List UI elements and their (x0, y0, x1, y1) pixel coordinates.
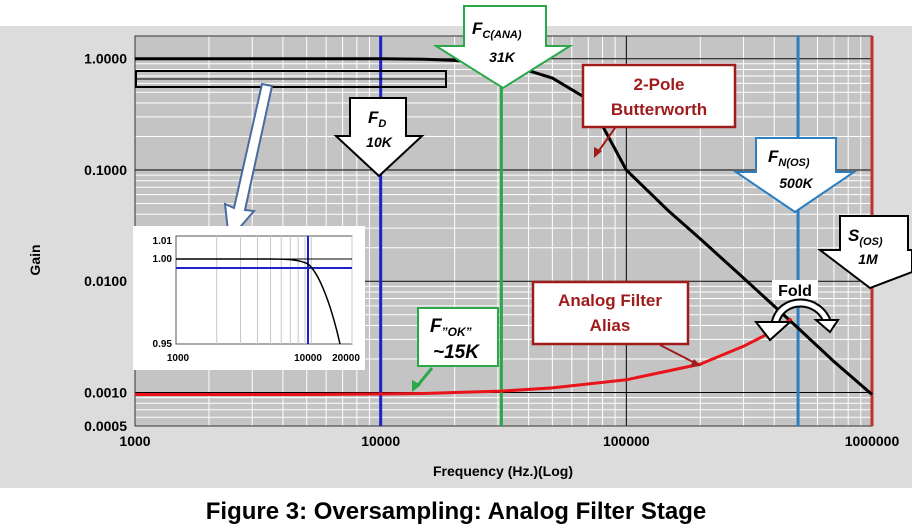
s-os-label: S(OS) (848, 226, 883, 248)
fd-label: FD (368, 108, 386, 130)
inset-x-tick-3: 20000 (332, 353, 360, 364)
zoom-arrow-icon (223, 82, 274, 243)
fc-ana-arrow-icon (432, 5, 574, 90)
inset-y-tick-2: 1.00 (153, 254, 173, 265)
inset-y-tick-3: 0.95 (153, 339, 173, 350)
fn-os-callout: FN(OS) 500K (732, 137, 858, 214)
y-tick-label: 0.0005 (84, 418, 127, 434)
inset-plot: 1.01 1.00 0.95 1000 10000 20000 (133, 226, 365, 370)
fok-pointer-head-icon (412, 380, 421, 392)
fold-label: Fold (778, 283, 812, 300)
butterworth-callout: 2-Pole Butterworth (581, 63, 737, 158)
series-line (135, 317, 793, 396)
inset-x-tick-1: 1000 (167, 353, 190, 364)
fold-arrow-tail-icon (813, 319, 840, 334)
fold-arc-fill (772, 300, 831, 325)
fn-os-label-main: F (768, 147, 779, 166)
butterworth-pointer (597, 127, 616, 153)
inset-response-curve (176, 258, 341, 345)
s-os-label-main: S (848, 226, 860, 245)
alias-box (531, 280, 690, 346)
fc-ana-label: FC(ANA) (472, 19, 522, 41)
x-tick-label: 1000 (119, 433, 150, 449)
y-tick-label: 0.0100 (84, 273, 127, 289)
butterworth-box (581, 63, 737, 129)
fok-box (417, 307, 499, 367)
x-axis-label: Frequency (Hz.)(Log) (433, 463, 573, 479)
butterworth-pointer-head-icon (594, 147, 602, 158)
alias-line2: Alias (590, 316, 631, 335)
inset-y-tick-1: 1.01 (153, 236, 173, 247)
fok-label-sub: ”OK” (442, 325, 472, 339)
alias-callout: Analog Filter Alias (531, 280, 701, 367)
tick-labels: 1000 10000 100000 1000000 0.0005 0.0010 0.0100… (84, 51, 899, 449)
inset-grid (216, 236, 353, 344)
inset-axes (175, 235, 353, 345)
alias-pointer (659, 344, 696, 364)
alias-pointer-head-icon (690, 359, 701, 367)
fd-callout: FD 10K (333, 97, 425, 178)
series-lines (135, 57, 873, 396)
inset-x-tick-2: 10000 (294, 353, 322, 364)
fold-callout: Fold (753, 280, 840, 342)
fok-label: F”OK” (430, 316, 472, 339)
butterworth-line1: 2-Pole (633, 75, 684, 94)
fc-ana-callout: FC(ANA) 31K (432, 5, 574, 90)
fd-arrow-icon (333, 97, 425, 178)
s-os-callout: S(OS) 1M (817, 215, 912, 290)
series-line (135, 57, 873, 396)
fn-os-label: FN(OS) (768, 147, 810, 169)
s-os-label-sub: (OS) (859, 236, 883, 248)
fd-label-sub: D (378, 118, 386, 130)
fok-label-main: F (430, 316, 443, 337)
fd-value: 10K (366, 134, 393, 150)
x-tick-label: 100000 (603, 433, 650, 449)
butterworth-line2: Butterworth (611, 100, 707, 119)
fc-ana-label-sub: C(ANA) (482, 29, 521, 41)
fn-os-value: 500K (779, 175, 813, 191)
alias-line1: Analog Filter (558, 291, 662, 310)
x-tick-label: 10000 (361, 433, 400, 449)
x-tick-label: 1000000 (845, 433, 900, 449)
fc-ana-value: 31K (489, 49, 516, 65)
fn-os-label-sub: N(OS) (778, 157, 810, 169)
fold-arrow-head-icon (753, 321, 793, 342)
fok-value: ~15K (433, 342, 480, 363)
fok-callout: F”OK” ~15K (412, 307, 499, 392)
figure-caption: Figure 3: Oversampling: Analog Filter St… (205, 498, 707, 525)
fc-ana-label-main: F (472, 19, 483, 38)
s-os-arrow-icon (817, 215, 912, 290)
fok-pointer (416, 367, 434, 386)
fold-label-bg (772, 280, 818, 300)
s-os-value: 1M (858, 251, 878, 267)
y-tick-label: 0.0010 (84, 385, 127, 401)
fn-os-arrow-icon (732, 137, 858, 214)
y-tick-label: 0.1000 (84, 162, 127, 178)
y-axis-label: Gain (27, 244, 43, 275)
y-tick-label: 1.0000 (84, 51, 127, 67)
fd-label-main: F (368, 108, 379, 127)
